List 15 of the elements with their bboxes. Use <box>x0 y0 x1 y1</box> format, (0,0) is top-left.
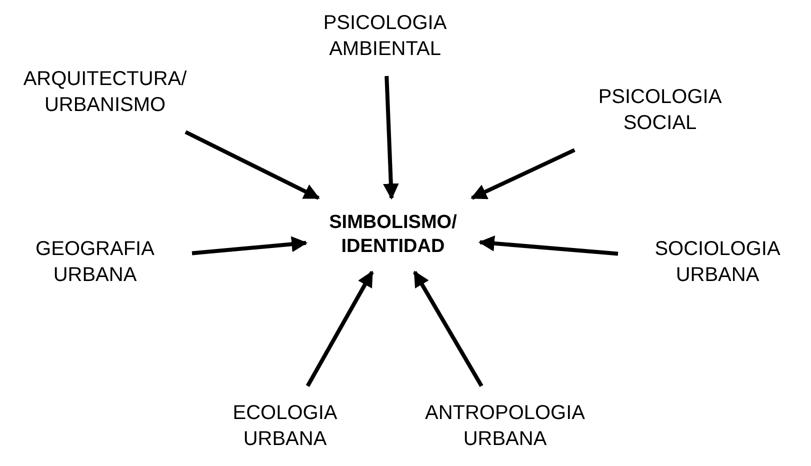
discipline-label: ARQUITECTURA/ URBANISMO <box>0 64 210 120</box>
discipline-label: ANTROPOLOGIA URBANA <box>410 398 600 454</box>
arrow <box>412 270 484 388</box>
discipline-label: SOCIOLOGIA URBANA <box>630 234 805 290</box>
central-concept-label: SIMBOLISMO/ IDENTIDAD <box>318 210 468 260</box>
discipline-label: PSICOLOGIA AMBIENTAL <box>300 8 470 64</box>
arrow <box>184 130 320 200</box>
arrow <box>192 236 308 256</box>
arrow <box>478 235 618 256</box>
arrow <box>470 148 576 200</box>
discipline-label: PSICOLOGIA SOCIAL <box>570 82 750 138</box>
discipline-label: ECOLOGIA URBANA <box>200 398 370 454</box>
arrow <box>306 270 374 387</box>
arrow <box>382 76 399 200</box>
discipline-label: GEOGRAFIA URBANA <box>10 234 180 290</box>
